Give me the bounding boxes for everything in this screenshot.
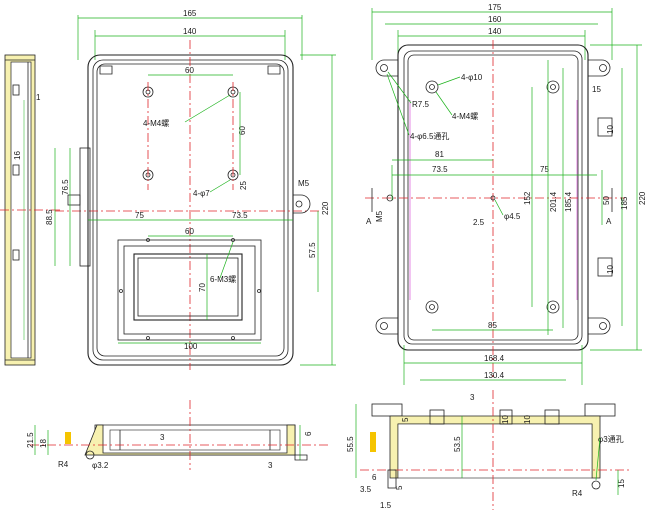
back-dim-160: 160 — [488, 15, 502, 24]
back-dim-50: 50 — [602, 196, 611, 205]
back-dim-2-5: 2.5 — [473, 218, 485, 227]
front-dim-60-top: 60 — [185, 66, 194, 75]
br-dim-5b: 5 — [395, 485, 404, 490]
back-dim-140: 140 — [488, 27, 502, 36]
bl-dim-3w: 3 — [268, 461, 273, 470]
br-note-phi3: φ3通孔 — [598, 434, 624, 444]
br-dim-55-5: 55.5 — [346, 436, 355, 452]
back-dim-73-5: 73.5 — [432, 165, 448, 174]
bl-dim-6: 6 — [304, 431, 313, 436]
front-dim-75: 75 — [135, 211, 144, 220]
back-dim-168-4: 168.4 — [484, 354, 505, 363]
front-dim-60-side: 60 — [238, 126, 247, 135]
front-dim-width-overall: 165 — [183, 9, 197, 18]
br-dim-15: 15 — [617, 479, 626, 488]
front-dim-57-5: 57.5 — [308, 242, 317, 258]
left-side-dim-16: 16 — [13, 151, 22, 160]
front-dim-25: 25 — [239, 181, 248, 190]
front-note-m4: 4-M4螺 — [143, 118, 169, 128]
bl-dim-3h: 3 — [160, 433, 165, 442]
front-dim-220: 220 — [321, 201, 330, 215]
front-note-m3: 6-M3螺 — [210, 274, 236, 284]
br-dim-10a: 10 — [501, 415, 510, 424]
br-dim-10b: 10 — [523, 415, 532, 424]
back-dim-10b: 10 — [606, 265, 615, 274]
front-note-m5: M5 — [298, 179, 310, 188]
br-dim-1-5: 1.5 — [380, 501, 392, 510]
bottom-right-section-view: 55.5 53.5 3 5 10 10 6 3.5 5 1.5 φ3通孔 R4 … — [346, 390, 630, 510]
br-dim-6: 6 — [372, 473, 377, 482]
bl-dim-21-5: 21.5 — [26, 432, 35, 448]
back-section-a-right: A — [606, 217, 612, 226]
br-dim-5: 5 — [401, 417, 410, 422]
br-dim-53-5: 53.5 — [453, 436, 462, 452]
back-dim-201-4: 201.4 — [549, 191, 558, 212]
back-section-a-left: A — [366, 217, 372, 226]
br-dim-3: 3 — [470, 393, 475, 402]
bl-dim-phi3-2: φ3.2 — [92, 461, 109, 470]
left-side-section-view: 1 16 — [0, 54, 60, 366]
back-note-phi6-5: 4-φ6.5通孔 — [410, 131, 449, 141]
back-dim-85: 85 — [488, 321, 497, 330]
front-dim-88-5: 88.5 — [45, 209, 54, 225]
br-dim-3-5: 3.5 — [360, 485, 372, 494]
front-dim-76-5: 76.5 — [61, 179, 70, 195]
front-dim-73-5: 73.5 — [232, 211, 248, 220]
back-note-phi10: 4-φ10 — [461, 73, 483, 82]
back-dim-220: 220 — [638, 191, 647, 205]
back-dim-75: 75 — [540, 165, 549, 174]
back-dim-185: 185 — [620, 196, 629, 210]
front-note-phi7: 4-φ7 — [193, 189, 210, 198]
bottom-left-section-view: 21.5 18 R4 φ3.2 3 3 6 — [26, 400, 330, 470]
front-view: 165 140 60 4-M4螺 60 4-φ7 25 — [45, 9, 336, 370]
back-view: 175 160 140 — [365, 3, 647, 385]
back-dim-175: 175 — [488, 3, 502, 12]
back-note-r7-5: R7.5 — [412, 100, 429, 109]
back-note-phi4-5: φ4.5 — [504, 212, 521, 221]
front-dim-window-60: 60 — [185, 227, 194, 236]
front-dim-width-inner: 140 — [183, 27, 197, 36]
back-dim-15: 15 — [592, 85, 601, 94]
bl-dim-r4: R4 — [58, 460, 69, 469]
front-dim-70: 70 — [198, 283, 207, 292]
back-dim-185-4: 185.4 — [564, 191, 573, 212]
br-dim-r4: R4 — [572, 489, 583, 498]
back-dim-10a: 10 — [606, 125, 615, 134]
bl-dim-18: 18 — [39, 439, 48, 448]
back-note-m5: M5 — [375, 210, 384, 222]
front-dim-100: 100 — [184, 342, 198, 351]
left-side-dim-1: 1 — [36, 93, 41, 102]
back-dim-152: 152 — [523, 191, 532, 205]
back-note-m4: 4-M4螺 — [452, 111, 478, 121]
back-dim-81: 81 — [435, 150, 444, 159]
back-dim-130-4: 130.4 — [484, 371, 505, 380]
